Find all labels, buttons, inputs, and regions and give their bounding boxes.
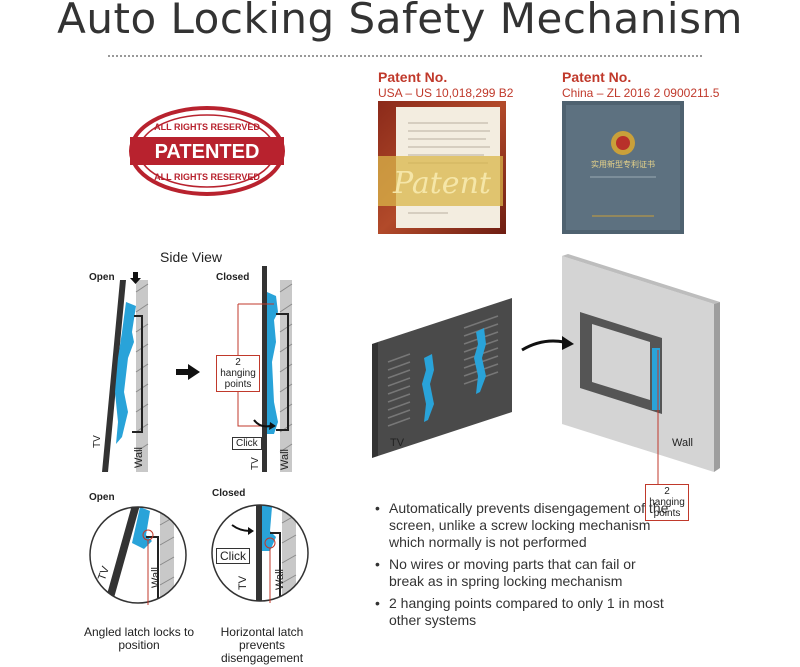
side-open-label: Open xyxy=(89,272,115,283)
stamp-bottom-text: ALL RIGHTS RESERVED xyxy=(154,172,260,182)
side-closed-label: Closed xyxy=(216,272,250,283)
side-closed-diagram xyxy=(237,266,293,472)
usa-patent-title: Patent No. xyxy=(378,69,448,85)
usa-doc-text: Patent xyxy=(392,166,492,201)
detail-click-label: Click xyxy=(216,548,250,564)
side-closed-tv-label: TV xyxy=(250,457,261,470)
caption-angled-latch: Angled latch locks to position xyxy=(83,625,195,652)
china-patent-title: Patent No. xyxy=(562,69,632,85)
detail-closed-tv-label: TV xyxy=(237,575,249,590)
side-open-diagram xyxy=(102,272,149,472)
detail-closed-wall-label: Wall xyxy=(274,569,286,590)
title-divider xyxy=(108,55,702,57)
china-patent-number: China – ZL 2016 2 0900211.5 xyxy=(562,86,720,100)
page-title: Auto Locking Safety Mechanism xyxy=(57,0,743,43)
patented-stamp: PATENTED ALL RIGHTS RESERVED ALL RIGHTS … xyxy=(129,106,285,196)
detail-open-wall-label: Wall xyxy=(150,567,162,588)
caption-horizontal-latch: Horizontal latch prevents disengagement xyxy=(220,625,304,665)
iso-tv-label: TV xyxy=(390,437,405,449)
side-click-label: Click xyxy=(232,437,262,450)
side-hanging-points-label: 2 hanging points xyxy=(216,355,260,392)
feature-bullet: 2 hanging points compared to only 1 in m… xyxy=(373,595,673,629)
detail-open-circle xyxy=(89,506,187,605)
isometric-tv-wall-diagram xyxy=(372,254,720,484)
usa-patent-number: USA – US 10,018,299 B2 xyxy=(378,86,514,100)
iso-wall-label: Wall xyxy=(672,437,693,449)
side-open-tv-label: TV xyxy=(92,435,103,448)
china-doc-text: 实用新型专利证书 xyxy=(591,159,655,169)
china-patent-document: 实用新型专利证书 xyxy=(562,101,684,234)
side-open-wall-label: Wall xyxy=(133,447,145,468)
feature-bullet-list: Automatically prevents disengagement of … xyxy=(373,500,673,634)
detail-open-label: Open xyxy=(89,492,115,503)
usa-patent-document: Patent xyxy=(378,101,506,234)
feature-bullet: No wires or moving parts that can fail o… xyxy=(373,556,673,590)
side-view-heading: Side View xyxy=(160,249,223,265)
right-arrow-icon xyxy=(176,364,200,380)
detail-closed-label: Closed xyxy=(212,488,246,499)
feature-bullet: Automatically prevents disengagement of … xyxy=(373,500,673,551)
side-closed-wall-label: Wall xyxy=(279,449,291,470)
stamp-top-text: ALL RIGHTS RESERVED xyxy=(154,122,260,132)
stamp-center-text: PATENTED xyxy=(155,141,260,163)
